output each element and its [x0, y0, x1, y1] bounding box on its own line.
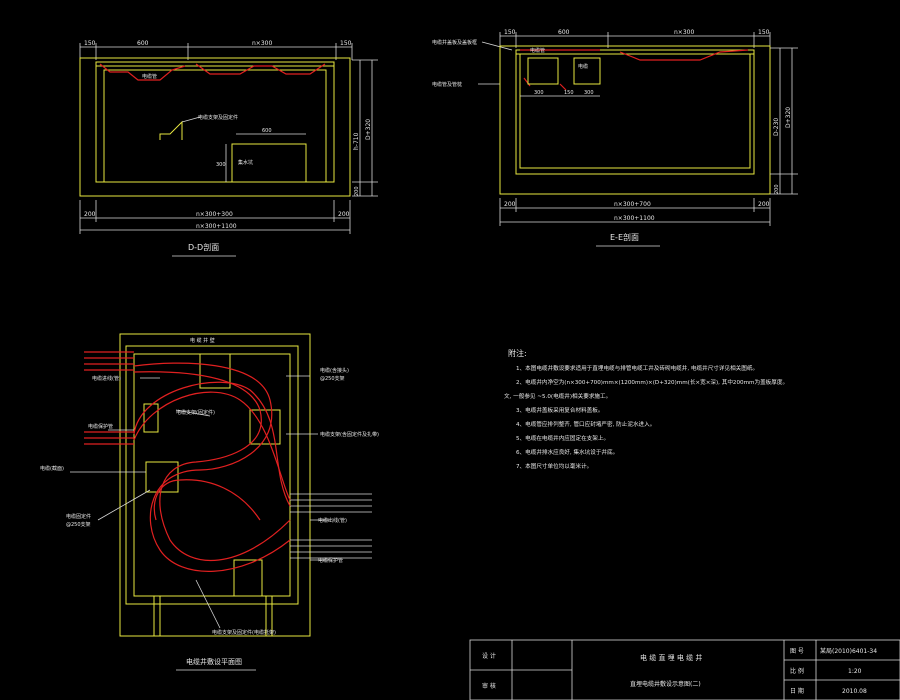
dd-label-frame: 电缆支架及固定件 — [198, 114, 238, 121]
notes: 附注: 1、本图电缆井敷设要求适用于直埋电缆与排管电缆工井及砖砌电缆井, 电缆井… — [504, 348, 788, 470]
dd-label-pipe: 电缆管 — [142, 73, 157, 80]
ee-dim-mid-3: 300 — [584, 90, 594, 96]
plan-box-bottom — [233, 559, 263, 597]
ee-label-sub2: 电缆 — [578, 63, 588, 70]
ee-dim-mid-1: 300 — [534, 90, 544, 96]
tb-drawing-no: 某局(2010)6401-34 — [820, 648, 877, 655]
ee-dim-total: n×300+1100 — [614, 215, 655, 222]
dd-dim-well-h: 300 — [216, 162, 226, 168]
plan-outer-wall — [119, 333, 311, 637]
note-2: 2、电缆井内净空为(n×300+700)mm×(1200mm)×(D+320)m… — [516, 378, 788, 386]
plan-cables-out — [290, 493, 372, 559]
dd-dim-top-3: n×300 — [252, 40, 272, 47]
plan-label-right3: 电缆出线(管) — [318, 517, 347, 524]
ee-pipe-box-1 — [527, 57, 559, 85]
tb-project: 电 缆 直 埋 电 缆 井 — [640, 653, 702, 662]
ee-title: E-E剖面 — [610, 232, 639, 242]
dd-dim-well-w: 600 — [262, 128, 272, 134]
plan-label-right1b: @250支架 — [320, 375, 345, 382]
ee-label-pipe-in: 电缆管及管枕 — [432, 81, 462, 88]
ee-cable-top — [520, 49, 749, 61]
ee-dim-bottom-3: 200 — [758, 201, 770, 208]
ee-dim-right-lower: 200 — [774, 184, 780, 194]
plan-cable-loops — [133, 362, 291, 572]
dd-outer-wall — [79, 57, 351, 197]
ee-label-cover: 电缆井盖板及盖板框 — [432, 39, 477, 46]
note-3: 3、电缆井盖板采用复合材料盖板。 — [516, 406, 603, 414]
tb-scale: 1:20 — [848, 668, 862, 675]
ee-dim-bottom-2: n×300+700 — [614, 201, 651, 208]
tb-label-scale: 比 例 — [790, 667, 804, 675]
dd-dim-top-2: 600 — [137, 40, 149, 47]
dd-sump-well — [231, 143, 307, 183]
plan-label-left4: 电缆固定件 — [66, 513, 91, 520]
dd-dim-bottom-3: 200 — [338, 211, 350, 218]
tb-drawing: 直埋电缆井敷设示意图(二) — [630, 680, 701, 688]
ee-dim-top-4: 150 — [758, 29, 770, 36]
ee-dim-mid-2: 150 — [564, 90, 574, 96]
ee-dim-top-3: n×300 — [674, 29, 694, 36]
note-1: 1、本图电缆井敷设要求适用于直埋电缆与排管电缆工井及砖砌电缆井, 电缆井尺寸详见… — [516, 364, 758, 372]
ee-dim-bottom-1: 200 — [504, 201, 516, 208]
plan-label-left2: 电缆保护管 — [88, 423, 113, 430]
ee-inner-wall — [515, 49, 755, 175]
section-ee: 电缆井盖板及盖板框 电缆管及管枕 150 600 n×300 150 电缆管 电… — [432, 29, 798, 247]
dd-inner-wall — [95, 61, 335, 183]
ee-pipe-box-2 — [573, 57, 601, 85]
ee-outer-wall — [499, 45, 771, 195]
notes-heading: 附注: — [508, 348, 527, 358]
plan-label-bottom: 电缆支架及固定件(电缆托架) — [212, 629, 276, 636]
note-7: 7、本图尺寸单位均以毫米计。 — [516, 462, 592, 470]
dd-dim-total: n×300+1100 — [196, 223, 237, 230]
plan-box-left — [145, 461, 179, 493]
plan-label-mid1: 电缆支架(固定件) — [176, 409, 215, 416]
dd-cable-left — [99, 63, 186, 81]
note-2-cont: 文, 一般参见 ~5.0(电缆井)相关要求施工。 — [504, 392, 611, 400]
tb-label-no: 图 号 — [790, 648, 804, 655]
note-4: 4、电缆管应排列整齐, 管口应封堵严密, 防止泥水进入。 — [516, 420, 655, 428]
plan-cables-in — [84, 351, 134, 445]
dd-dim-top-1: 150 — [84, 40, 96, 47]
plan-top-label: 电 缆 井 壁 — [190, 337, 215, 344]
tb-date: 2010.08 — [842, 688, 867, 695]
dd-title: D-D剖面 — [188, 242, 219, 252]
tb-label-design: 设 计 — [482, 652, 496, 660]
plan-label-right2: 电缆支架(含固定件及扎带) — [320, 431, 379, 438]
dd-cable-right — [195, 63, 326, 75]
ee-dim-right-total: D+320 — [785, 107, 792, 128]
dd-dim-right: h-710 — [353, 132, 360, 150]
tb-label-review: 审 核 — [482, 682, 496, 690]
ee-dim-top-2: 600 — [558, 29, 570, 36]
title-block: 设 计 审 核 电 缆 直 埋 电 缆 井 直埋电缆井敷设示意图(二) 图 号 … — [469, 639, 900, 700]
plan-label-left3: 电缆(截面) — [40, 465, 64, 472]
plan-label-left4b: @250支架 — [66, 521, 91, 528]
plan-inner-wall — [125, 345, 299, 605]
dd-dim-bottom-1: 200 — [84, 211, 96, 218]
plan-title: 电缆井敷设平面图 — [186, 657, 242, 666]
plan-label-left1: 电缆进线(管) — [92, 375, 121, 382]
dd-label-well: 集水坑 — [238, 159, 253, 166]
dd-dim-right-lower: 200 — [354, 186, 360, 196]
plan-box-top — [199, 353, 231, 389]
note-5: 5、电缆在电缆井内应固定在支架上。 — [516, 434, 609, 442]
plan-label-right4: 电缆保护管 — [318, 557, 343, 564]
note-6: 6、电缆井排水应良好, 集水坑设于井底。 — [516, 448, 618, 456]
ee-dim-right: D-230 — [773, 118, 780, 136]
tb-label-date: 日 期 — [790, 687, 804, 695]
dd-dim-bottom-2: n×300+300 — [196, 211, 233, 218]
plan-label-right1: 电缆(含接头) — [320, 367, 349, 374]
plan-view: 电 缆 井 壁 — [40, 333, 379, 671]
dd-dim-right-total: D+320 — [365, 119, 372, 140]
dd-dim-top-4: 150 — [340, 40, 352, 47]
ee-dim-top-1: 150 — [504, 29, 516, 36]
section-dd: 150 600 n×300 150 电缆管 电缆支架及固定件 600 集水坑 3… — [79, 40, 378, 257]
ee-label-sub1: 电缆管 — [530, 47, 545, 54]
